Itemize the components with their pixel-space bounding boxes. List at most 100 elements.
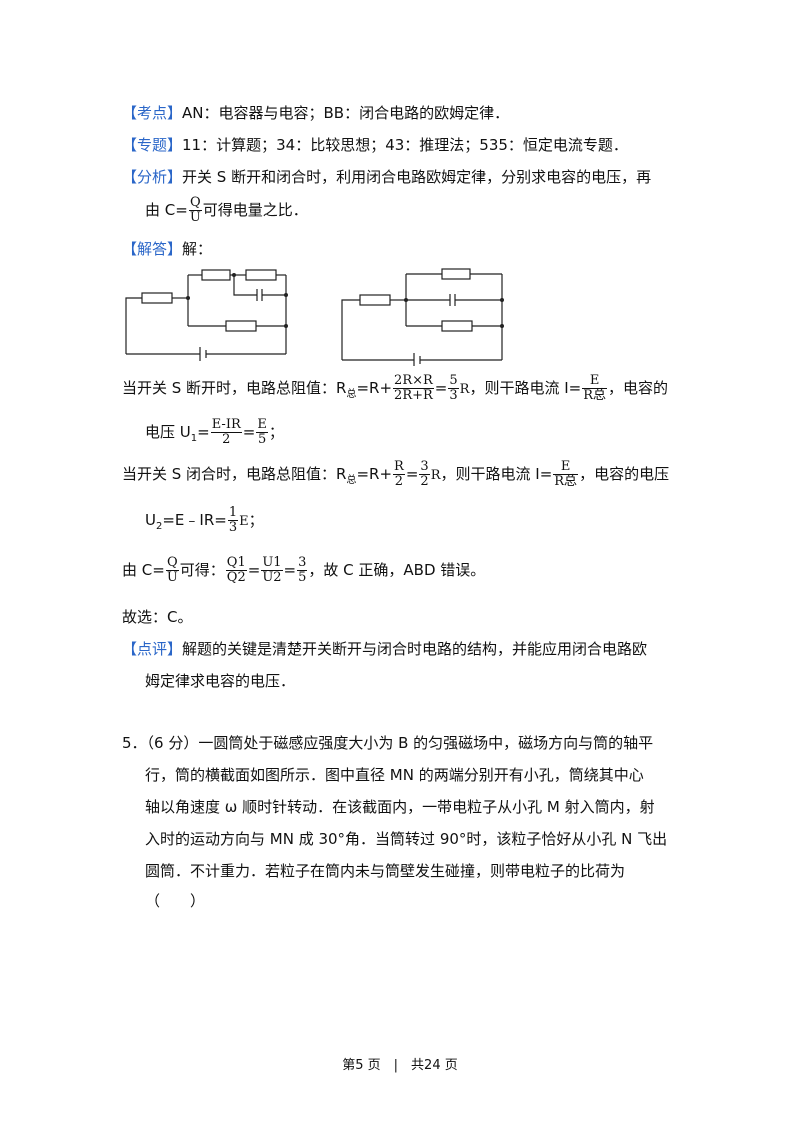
den: Q2 — [226, 570, 246, 585]
text: U — [145, 511, 156, 529]
fenxi-tag: 【分析】 — [122, 168, 183, 186]
text: 当开关 S 断开时，电路总阻值：R — [122, 379, 347, 397]
den: 2 — [394, 474, 404, 489]
text: = — [197, 423, 210, 441]
answer-text: 故选：C。 — [122, 608, 193, 626]
jieda-line: 【解答】解： — [122, 238, 212, 260]
fenxi-line2-post: 可得电量之比． — [202, 201, 308, 219]
question5-text: 入时的运动方向与 MN 成 30°角．当筒转过 90°时，该粒子恰好从小孔 N … — [145, 830, 668, 848]
zhuanti-text: 11：计算题；34：比较思想；43：推理法；535：恒定电流专题． — [182, 136, 628, 154]
circuit-diagram-switch-open — [125, 269, 288, 361]
den: R总 — [583, 388, 607, 403]
den: 3 — [228, 520, 238, 535]
den: 2 — [420, 474, 429, 489]
text: ，故 C 正确，ABD 错误。 — [308, 561, 486, 579]
text: 由 C= — [122, 561, 165, 579]
text: = — [247, 561, 261, 579]
zhuanti-line: 【专题】11：计算题；34：比较思想；43：推理法；535：恒定电流专题． — [122, 134, 628, 156]
num: Q — [165, 555, 179, 571]
den: 5 — [257, 432, 267, 447]
num: E — [553, 460, 579, 475]
num: 2R×R — [393, 373, 434, 389]
den: U — [166, 570, 178, 585]
resistor-top — [441, 268, 471, 280]
num: Q1 — [225, 555, 247, 571]
text: =R+ — [356, 465, 393, 483]
question5-line3: 轴以角速度 ω 顺时针转动．在该截面内，一带电粒子从小孔 M 射入筒内，射 — [145, 796, 655, 818]
fenxi-line2-pre: 由 C= — [145, 201, 188, 219]
resistor-lower — [441, 320, 473, 332]
num: E — [256, 417, 268, 433]
resistor-lower — [225, 320, 257, 332]
circuit-diagram-switch-closed — [341, 268, 504, 366]
text: = — [405, 465, 419, 483]
zhuanti-tag: 【专题】 — [122, 136, 183, 154]
num: 1 — [227, 505, 239, 521]
fenxi-text: 开关 S 断开和闭合时，利用闭合电路欧姆定律，分别求电容的电压，再 — [182, 168, 652, 186]
text: 电压 U — [145, 423, 191, 441]
answer-blank: （ ） — [145, 892, 206, 910]
den: U2 — [262, 570, 282, 585]
text: 当开关 S 闭合时，电路总阻值：R — [122, 465, 347, 483]
sub: 总 — [346, 475, 357, 486]
den: 5 — [298, 570, 307, 585]
sub: 1 — [190, 433, 198, 444]
resistor-series — [141, 292, 173, 304]
kaodian-tag: 【考点】 — [122, 104, 183, 122]
dianping-text2: 姆定律求电容的电压． — [145, 672, 296, 690]
question5-text: 5．（6 分）一圆筒处于磁感应强度大小为 B 的匀强磁场中，磁场方向与筒的轴平 — [122, 734, 654, 752]
num: 3 — [419, 459, 430, 475]
text: = — [283, 561, 297, 579]
question5-line4: 入时的运动方向与 MN 成 30°角．当筒转过 90°时，该粒子恰好从小孔 N … — [145, 828, 667, 850]
text: =R+ — [356, 379, 393, 397]
text: = — [242, 423, 256, 441]
resistor-series — [359, 294, 391, 306]
resistor-top-left — [201, 269, 231, 281]
text: E — [239, 514, 249, 529]
kaodian-text: AN：电容器与电容；BB：闭合电路的欧姆定律． — [182, 104, 510, 122]
question5-text: 轴以角速度 ω 顺时针转动．在该截面内，一带电粒子从小孔 M 射入筒内，射 — [145, 798, 655, 816]
num: 5 — [448, 373, 459, 389]
text: 可得： — [179, 561, 225, 579]
text: ，则干路电流 I= — [469, 379, 582, 397]
text: R — [459, 382, 470, 397]
text: ； — [268, 423, 284, 441]
answer-line: 故选：C。 — [122, 606, 192, 628]
num: E-IR — [210, 417, 242, 433]
dianping-text: 解题的关键是清楚开关断开与闭合时电路的结构，并能应用闭合电路欧 — [182, 640, 648, 658]
fenxi-line: 【分析】开关 S 断开和闭合时，利用闭合电路欧姆定律，分别求电容的电压，再 — [122, 166, 651, 188]
question5-text: 行，筒的横截面如图所示．图中直径 MN 的两端分别开有小孔，筒绕其中心 — [145, 766, 644, 784]
text: ； — [248, 511, 264, 529]
jieda-tag: 【解答】 — [122, 240, 183, 258]
den: R总 — [554, 474, 578, 489]
frac-den: U — [189, 210, 201, 225]
text: ，电容的电压 — [579, 465, 670, 483]
page-footer: 第5 页 | 共24 页 — [0, 1054, 800, 1073]
sub: 总 — [346, 389, 357, 400]
num: R — [393, 459, 405, 475]
jieda-text: 解： — [182, 240, 213, 258]
dianping-line2: 姆定律求电容的电压． — [145, 670, 295, 692]
dianping-tag: 【点评】 — [122, 640, 183, 658]
text: = — [434, 379, 448, 397]
resistor-top-right — [245, 269, 277, 281]
question5-text: 圆筒．不计重力．若粒子在筒内未与筒壁发生碰撞，则带电粒子的比荷为 — [145, 862, 626, 880]
text: ，电容的 — [608, 379, 669, 397]
